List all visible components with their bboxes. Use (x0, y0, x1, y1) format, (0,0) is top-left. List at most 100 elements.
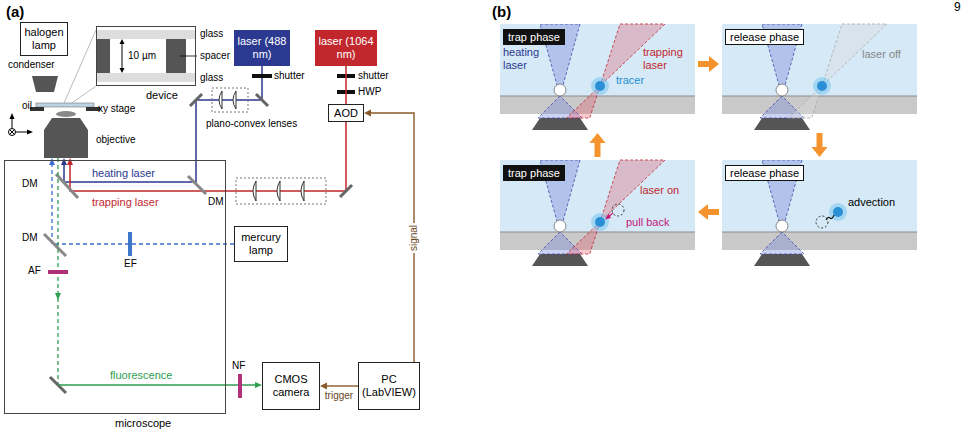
mirror (256, 94, 268, 106)
lens-group (236, 178, 326, 204)
part-label: AF (28, 265, 41, 277)
part-label: DM (208, 196, 224, 208)
leader (180, 56, 197, 57)
part-label: EF (124, 258, 137, 270)
cycle-arrow (698, 56, 719, 72)
phase-badge: release phase (725, 29, 804, 45)
trigger-line (320, 383, 358, 390)
lens (219, 91, 236, 109)
excitation-filter (128, 232, 132, 256)
node-text: device (146, 89, 178, 101)
cycle-arrow (817, 133, 823, 147)
node-text: laser (488 nm) (237, 35, 287, 60)
panel-base (722, 24, 917, 130)
arrowhead (255, 382, 262, 388)
panel-art (500, 24, 917, 266)
arrowhead (812, 147, 828, 157)
node-text: microscope (115, 417, 171, 429)
dimension-label: 10 µm (128, 50, 156, 62)
trigger-line (327, 385, 358, 386)
tracer (591, 213, 609, 231)
shutter (252, 74, 272, 78)
trapping-beam (70, 122, 346, 191)
part-label: shutter (358, 70, 389, 82)
dichroic-mirror (44, 234, 66, 256)
state-label: laser off (862, 48, 901, 61)
motion-label: pull back (626, 216, 669, 229)
part-label: glass (200, 28, 223, 40)
excitation-beam (52, 160, 234, 244)
signal-line (364, 110, 414, 363)
advection-arrow (826, 215, 834, 220)
phase-panel: release phase (722, 24, 917, 130)
cycle-arrow (590, 133, 606, 157)
phase-panel: trap phase (500, 160, 695, 266)
axis-out (10, 130, 15, 135)
trap-cone (567, 24, 666, 118)
mirror (190, 94, 202, 106)
beam-label: trapping laser (643, 46, 693, 71)
dichroic-mirror (188, 176, 206, 194)
absorption-filter (48, 270, 68, 274)
cycle-arrow (698, 61, 709, 67)
cycle-arrow (812, 133, 828, 157)
glass (96, 30, 196, 39)
glass (96, 73, 196, 82)
notch-filter (238, 374, 242, 398)
arrowhead (698, 204, 708, 220)
laser-box: laser (1064 nm) (315, 30, 377, 66)
panel-base (722, 160, 917, 266)
tracer-label: tracer (616, 74, 644, 87)
part-label: glass (200, 72, 223, 84)
fluorescence-beam (58, 384, 256, 386)
part-label: objective (96, 134, 135, 146)
phase-badge: trap phase (503, 29, 565, 45)
arrowhead (364, 110, 371, 117)
phase-panel: release phase (722, 160, 917, 266)
inset-leader (64, 30, 96, 103)
page-number: 9 (954, 1, 961, 15)
camera-box: CMOS camera (262, 362, 320, 410)
lamp-box: mercury lamp (234, 226, 288, 262)
part-label: spacer (200, 50, 230, 62)
tracer (591, 77, 609, 95)
motion-label: advection (848, 196, 895, 209)
aod-box: AOD (328, 104, 364, 122)
node-text: laser (1064 nm) (318, 35, 374, 60)
stage (86, 107, 100, 111)
lens-group (212, 88, 248, 112)
dichroic-mirror (56, 174, 78, 198)
part-label: condenser (8, 59, 55, 71)
oil-drop (56, 111, 76, 117)
state-label: laser on (640, 184, 679, 197)
arrowhead (27, 130, 33, 135)
objective (44, 118, 88, 158)
panel-letter: (b) (492, 3, 511, 20)
dimension (122, 42, 123, 70)
part-label: plano-convex lenses (206, 118, 297, 130)
arrowhead (10, 113, 15, 119)
beam-label: heating laser (503, 46, 547, 71)
phase-badge: release phase (725, 165, 804, 181)
arrowhead (320, 383, 327, 390)
mirror (340, 185, 352, 197)
arrowhead (605, 214, 611, 220)
axis-out (10, 130, 15, 135)
lamp-box: halogen lamp (20, 22, 68, 56)
beam-label: trapping laser (92, 196, 159, 209)
arrowhead (709, 56, 719, 72)
part-label: shutter (274, 70, 305, 82)
panel-base (500, 24, 695, 130)
panel-letter: (a) (6, 3, 24, 20)
beam-label: fluorescence (110, 369, 172, 382)
cycle-arrow (698, 204, 719, 220)
cycle-arrow (708, 209, 719, 215)
panel-base (500, 160, 695, 266)
ghost (612, 204, 624, 216)
part-label: DM (22, 178, 38, 190)
condenser (32, 76, 58, 92)
edge-label: trigger (323, 390, 355, 402)
phase-panel: trap phase (500, 24, 695, 130)
laser-beam (346, 66, 347, 104)
